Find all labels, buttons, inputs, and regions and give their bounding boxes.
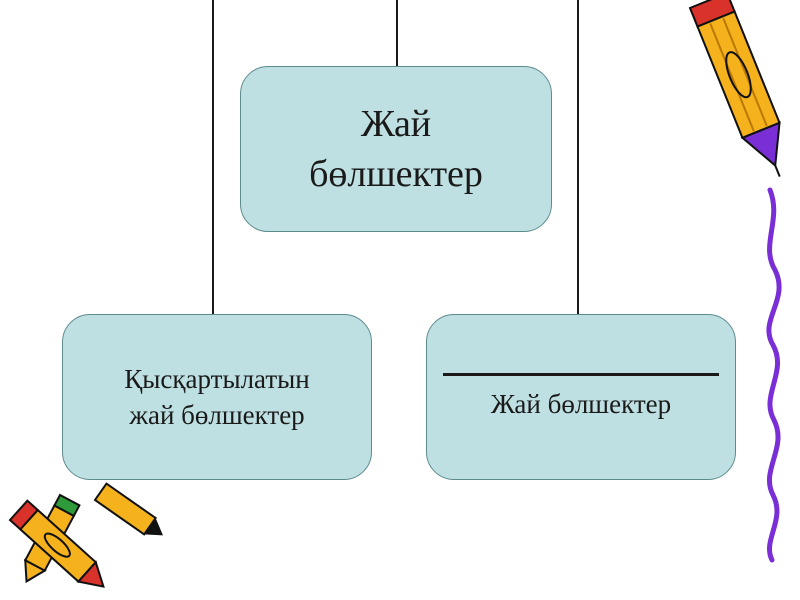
squiggle-line-icon	[769, 190, 779, 560]
pencil-icon	[690, 0, 798, 184]
crayon-bundle-icon	[10, 484, 169, 597]
